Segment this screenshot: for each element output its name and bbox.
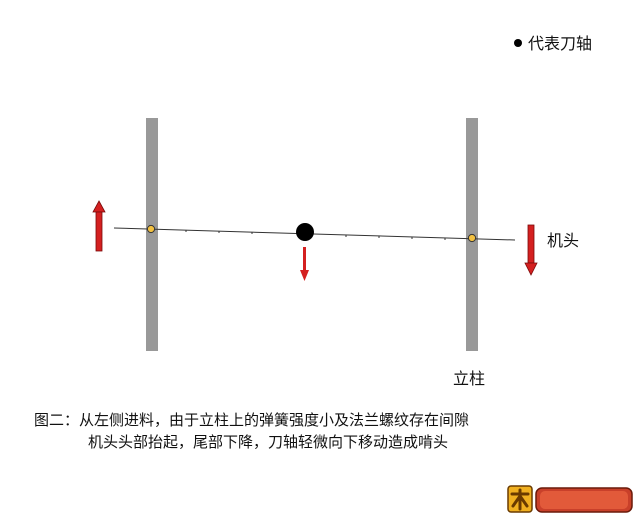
head-beam [113, 227, 516, 241]
left-up-arrow-icon [92, 200, 106, 252]
caption-line-2: 机头头部抬起，尾部下降，刀轴轻微向下移动造成啃头 [88, 433, 449, 451]
site-logo [507, 485, 633, 513]
axis-down-arrow-icon [300, 247, 309, 281]
right-down-arrow-icon [524, 224, 538, 276]
left-column [146, 118, 158, 351]
left-contact-point [146, 224, 156, 234]
legend-label: 代表刀轴 [528, 34, 592, 53]
legend-dot-icon [514, 39, 522, 47]
column-label: 立柱 [453, 369, 485, 388]
right-contact-point [467, 233, 477, 243]
head-label: 机头 [547, 231, 579, 250]
cutter-axis-dot-icon [296, 223, 314, 241]
figure-caption: 图二：从左侧进料，由于立柱上的弹簧强度小及法兰螺纹存在间隙 机头头部抬起，尾部下… [34, 409, 469, 453]
caption-line-1: 图二：从左侧进料，由于立柱上的弹簧强度小及法兰螺纹存在间隙 [34, 411, 470, 429]
